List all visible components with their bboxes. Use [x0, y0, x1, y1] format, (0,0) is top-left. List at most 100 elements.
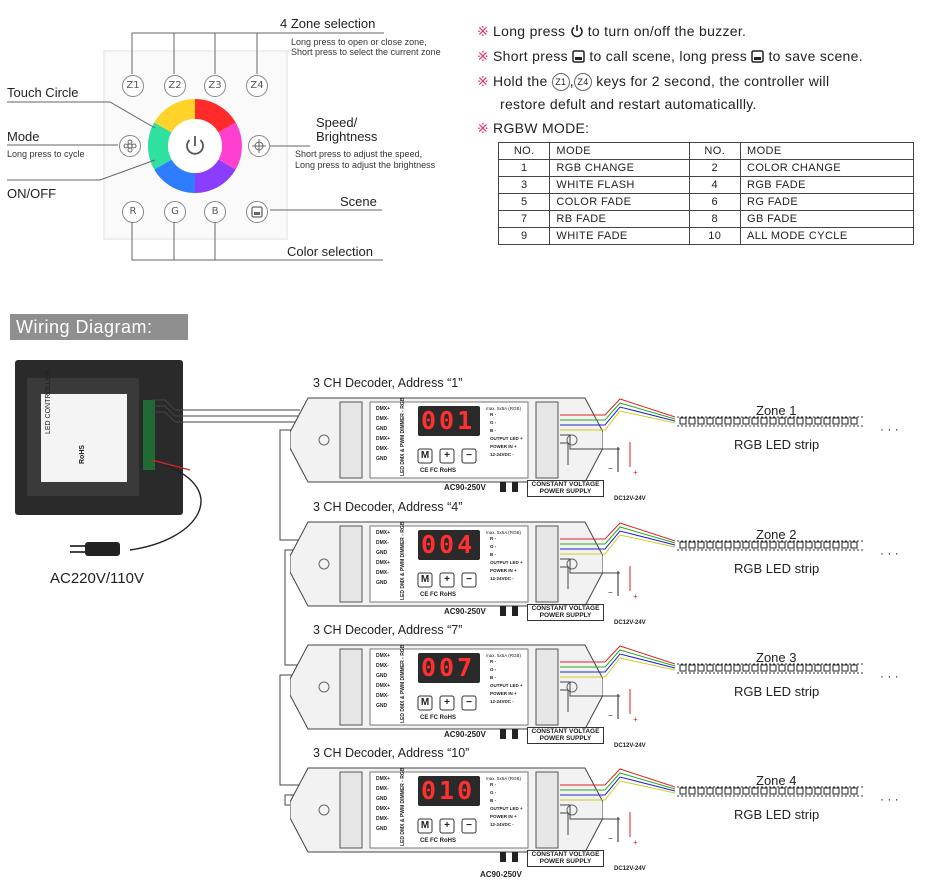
psu-line2: POWER SUPPLY — [539, 858, 592, 865]
table-cell: RGB FADE — [740, 176, 914, 194]
strip-label: RGB LED strip — [734, 437, 820, 452]
zone-label: Zone 1 — [756, 403, 797, 418]
decoder-output-label: OUTPUT LED + — [490, 436, 523, 441]
table-cell: COLOR CHANGE — [740, 159, 914, 177]
decoder-side-label: LED DMX & PWM DIMMER - RGB — [400, 644, 406, 723]
decoder-mode-button[interactable]: M — [420, 820, 430, 831]
zone-selection-line2: Short press to select the current zone — [291, 47, 441, 57]
decoder-output-label: R - — [490, 412, 496, 417]
decoder-certs: CE FC RoHS — [420, 592, 456, 598]
dc-minus: − — [608, 464, 613, 473]
plug-icon — [500, 606, 518, 616]
decoder-minus-button[interactable]: − — [466, 574, 472, 585]
zone3-key[interactable]: Z3 — [204, 75, 226, 97]
table-cell: RG FADE — [740, 193, 914, 211]
note1-part-a: Long press — [493, 23, 566, 39]
decoder-minus-button[interactable]: − — [466, 450, 472, 461]
dc-output-label: DC12V-24V — [614, 866, 646, 872]
mains-label: AC220V/110V — [50, 570, 144, 587]
decoder-mode-button[interactable]: M — [420, 450, 430, 461]
zone1-key[interactable]: Z1 — [122, 75, 144, 97]
decoder-input-label: GND — [376, 703, 388, 709]
table-cell: ALL MODE CYCLE — [740, 227, 914, 245]
table-cell: RGB CHANGE — [549, 159, 690, 177]
decoder-output-label: OUTPUT LED + — [490, 560, 523, 565]
note1-part-b: to turn on/off the buzzer. — [587, 23, 747, 39]
psu-line1: CONSTANT VOLTAGE — [531, 851, 600, 858]
decoder-output-label: POWER IN + — [490, 814, 517, 819]
table-cell: 5 — [497, 193, 551, 211]
decoder-input-label: DMX- — [376, 663, 389, 669]
red-key[interactable]: R — [122, 201, 144, 223]
table-header: MODE — [549, 142, 690, 160]
mode-key[interactable] — [119, 135, 141, 157]
decoder-mode-button[interactable]: M — [420, 697, 430, 708]
plug-icon — [70, 542, 120, 556]
decoder-body — [289, 644, 604, 730]
speed-sub-2: Long press to adjust the brightness — [295, 160, 436, 170]
scene-label: Scene — [340, 194, 377, 209]
decoder-rating: max. 5x5A (RGB) — [486, 530, 522, 535]
decoder-minus-button[interactable]: − — [466, 820, 472, 831]
note4-text: RGBW MODE: — [493, 120, 590, 136]
decoder-output-label: B - — [490, 675, 496, 680]
ac-input-label: AC90-250V — [444, 730, 486, 739]
table-header-row: NO. MODE NO. MODE — [497, 142, 914, 160]
note3-part-b: , — [569, 73, 574, 89]
scene-key[interactable] — [246, 201, 268, 223]
decoder-input-label: DMX- — [376, 540, 389, 546]
decoder-mode-button[interactable]: M — [420, 574, 430, 585]
decoder-output-label: G - — [490, 667, 497, 672]
decoder-output-label: G - — [490, 420, 497, 425]
terminal-block — [143, 400, 155, 470]
table-header: NO. — [688, 142, 742, 160]
table-cell: WHITE FLASH — [549, 176, 690, 194]
decoder-input-label: DMX+ — [376, 530, 391, 536]
table-cell: 10 — [688, 227, 742, 245]
decoder-title: 3 CH Decoder, Address “1” — [313, 376, 463, 390]
table-cell: 2 — [688, 159, 742, 177]
table-cell: COLOR FADE — [549, 193, 690, 211]
decoder-certs: CE FC RoHS — [420, 468, 456, 474]
table-cell: 3 — [497, 176, 551, 194]
table-header: MODE — [740, 142, 914, 160]
table-cell: 9 — [497, 227, 551, 245]
decoder-plus-button[interactable]: + — [444, 450, 450, 461]
decoder-minus-button[interactable]: − — [466, 697, 472, 708]
speed-key[interactable] — [248, 135, 270, 157]
decoder-plus-button[interactable]: + — [444, 574, 450, 585]
touch-panel: Z1 Z2 Z3 Z4 R G — [103, 50, 288, 240]
strip-continuation: · · · — [880, 422, 899, 436]
decoder-input-label: GND — [376, 796, 388, 802]
zone2-key[interactable]: Z2 — [164, 75, 186, 97]
decoder-input-label: DMX- — [376, 446, 389, 452]
table-cell: 4 — [688, 176, 742, 194]
wiring-diagram-title: Wiring Diagram: — [10, 314, 188, 340]
decoder-input-label: DMX+ — [376, 653, 391, 659]
decoder-rating: max. 5x5A (RGB) — [486, 776, 522, 781]
touch-circle[interactable] — [146, 97, 244, 195]
zone1-key-inline: Z1 — [551, 73, 570, 92]
decoder-output-label: 12-24VDC - — [490, 699, 514, 704]
table-header: NO. — [497, 142, 551, 160]
floppy-icon — [751, 50, 764, 63]
decoder-side-label: LED DMX & PWM DIMMER - RGB — [400, 397, 406, 476]
note-mark: ※ — [477, 48, 490, 64]
decoder-plus-button[interactable]: + — [444, 697, 450, 708]
decoder-output-label: B - — [490, 552, 496, 557]
decoder-plus-button[interactable]: + — [444, 820, 450, 831]
decoder-output-label: OUTPUT LED + — [490, 806, 523, 811]
output-wires — [560, 398, 865, 472]
zone4-key[interactable]: Z4 — [246, 75, 268, 97]
zone-label: Zone 4 — [756, 773, 797, 788]
green-key[interactable]: G — [164, 201, 186, 223]
decoder-display: 001 — [421, 406, 476, 435]
decoder-input-label: DMX+ — [376, 806, 391, 812]
callout-lines — [7, 32, 384, 261]
